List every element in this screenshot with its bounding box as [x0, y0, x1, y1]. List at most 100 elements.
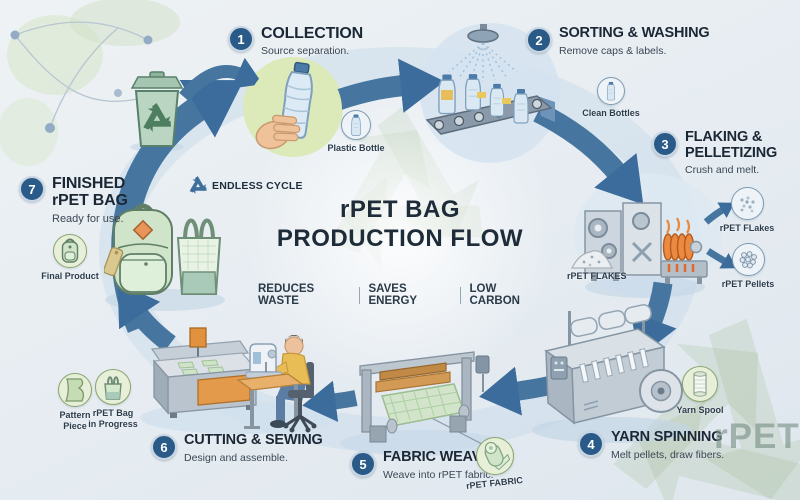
step-yarn-badge: 4	[578, 431, 604, 457]
yarn-spool-label: Yarn Spool	[676, 405, 724, 415]
final-product-tag: Final Product	[38, 234, 102, 282]
front-disc	[639, 369, 683, 413]
rpet-flakes-tag: rPET FLakes	[715, 187, 779, 234]
step-sorting-title: SORTING & WASHING	[559, 25, 710, 41]
step-finished-subtitle: Ready for use.	[52, 212, 124, 225]
pattern-piece-label-line2: Piece	[63, 420, 87, 431]
arrow-flaking-to-yarn	[630, 281, 677, 358]
office-chair	[283, 390, 317, 433]
clean-bottles-tag: Clean Bottles	[579, 77, 643, 119]
benefit-reduces-waste: REDUCES WASTE	[258, 283, 315, 307]
cut-pieces	[177, 359, 225, 376]
step-flaking-subtitle: Crush and melt.	[685, 164, 760, 177]
pattern-piece-tag: Pattern Piece	[43, 373, 107, 431]
rpet-fabric-tag: rPET FABRIC	[463, 437, 527, 491]
sewing-desk	[236, 373, 304, 429]
rpet-flakes-pile-label: rPET FLAKES	[567, 271, 627, 281]
benefit-low-carbon: LOW CARBON	[469, 283, 520, 307]
step-yarn: 4 YARN SPINNING Melt pellets, draw fiber…	[578, 429, 725, 461]
melt-coil	[662, 233, 703, 261]
vents	[583, 400, 599, 411]
bottles-on-belt	[438, 73, 529, 124]
burner-flames	[667, 264, 695, 272]
pattern-piece-label-line1: Pattern	[59, 410, 91, 420]
step-fabric-subtitle: Weave into rPET fabric.	[383, 468, 494, 481]
spinning-machine-illustration	[544, 304, 683, 425]
step-cutting-badge: 6	[151, 434, 177, 460]
step-sorting-badge: 2	[526, 27, 552, 53]
step-fabric: 5 FABRIC WEAVING Weave into rPET fabric.	[350, 449, 507, 481]
flakes-pile-icon	[570, 250, 614, 269]
shower-head-icon	[467, 24, 499, 43]
benefit-separator	[459, 286, 461, 304]
step-sorting-subtitle: Remove caps & labels.	[559, 44, 667, 57]
step-flaking-title-line2: PELLETIZING	[685, 144, 778, 161]
endless-cycle-label: ENDLESS CYCLE	[212, 180, 303, 192]
arrow-machine-to-flakes	[703, 202, 735, 225]
rpet-watermark: rPET	[714, 417, 800, 456]
step-finished-title-line1: FINISHED	[52, 175, 126, 192]
rpet-flakes-label: rPET FLakes	[719, 223, 775, 233]
world-map-decoration	[0, 0, 180, 166]
pattern-piece-icon	[58, 373, 92, 407]
logo-diamond	[132, 219, 154, 241]
step-collection-title: COLLECTION	[261, 25, 363, 42]
step-finished-badge: 7	[19, 176, 45, 202]
water-spray	[448, 42, 518, 82]
hang-tag	[104, 246, 124, 277]
rpet-pellets-icon	[731, 243, 765, 276]
clean-bottles-tag-label: Clean Bottles	[582, 108, 640, 118]
rpet-pellets-tag: rPET Pellets	[716, 243, 780, 290]
hand-icon	[255, 114, 301, 150]
rpet-pellets-label: rPET Pellets	[721, 279, 775, 289]
step-cutting-title: CUTTING & SEWING	[184, 432, 323, 448]
main-title: rPET BAG PRODUCTION FLOW	[250, 196, 550, 253]
bobbins-row	[579, 348, 649, 383]
step-sorting: 2 SORTING & WASHING Remove caps & labels…	[526, 25, 710, 57]
step-yarn-title: YARN SPINNING	[611, 429, 723, 445]
cutting-machine-illustration	[150, 327, 258, 418]
washing-conveyor-illustration	[425, 24, 555, 135]
arrow-cutting-to-finished	[117, 282, 176, 352]
arrow-fabric-to-cutting	[302, 380, 358, 422]
arrow-machine-to-pellets	[706, 248, 737, 269]
woven-fabric	[381, 383, 470, 434]
step-cutting-subtitle: Design and assemble.	[184, 451, 288, 464]
yarn-spool-icon	[682, 366, 718, 402]
benefit-saves-energy: SAVES ENERGY	[368, 283, 418, 307]
person-sewing-illustration	[236, 335, 317, 433]
endless-cycle-icon	[188, 176, 208, 196]
step-fabric-badge: 5	[350, 451, 376, 477]
step-finished-title-line2: rPET BAG	[52, 192, 128, 210]
bag-in-progress-label-line2: in Progress	[88, 418, 138, 429]
yarn-spool-tag: Yarn Spool	[668, 366, 732, 416]
step-yarn-subtitle: Melt pellets, draw fibers.	[611, 448, 725, 461]
chair-back	[306, 362, 314, 394]
backpack-illustration	[104, 203, 173, 295]
heat-waves-icon	[666, 217, 691, 234]
plastic-bottle-tag-label: Plastic Bottle	[327, 143, 385, 153]
rpet-fabric-icon	[476, 437, 514, 475]
step-finished: 7 FINISHED rPET BAG Ready for use.	[19, 175, 128, 225]
final-product-label: Final Product	[41, 271, 99, 281]
weaving-loom-illustration	[359, 351, 490, 443]
flaking-machine-illustration	[584, 202, 708, 284]
sewing-machine-icon	[245, 343, 283, 379]
recycling-bin-icon	[130, 71, 184, 147]
bag-in-progress-label-line1: rPET Bag	[92, 408, 134, 418]
gear-icon	[588, 218, 617, 259]
final-product-icon	[53, 234, 87, 268]
top-spools	[570, 304, 652, 337]
cutter-tool	[189, 327, 207, 348]
rpet-flakes-icon	[730, 187, 764, 220]
plastic-bottle-tag-icon	[341, 110, 371, 140]
tote-bag-illustration	[176, 218, 222, 295]
step-collection: 1 COLLECTION Source separation.	[228, 25, 363, 57]
benefits-bar: REDUCES WASTE SAVES ENERGY LOW CARBON	[258, 283, 543, 307]
hand-with-bottle-illustration	[248, 61, 342, 156]
step-flaking: 3 FLAKING & PELLETIZING Crush and melt.	[652, 129, 778, 177]
endless-cycle: ENDLESS CYCLE	[188, 176, 303, 196]
clean-bottles-tag-icon	[597, 77, 625, 105]
main-title-line1: rPET BAG	[339, 196, 460, 223]
